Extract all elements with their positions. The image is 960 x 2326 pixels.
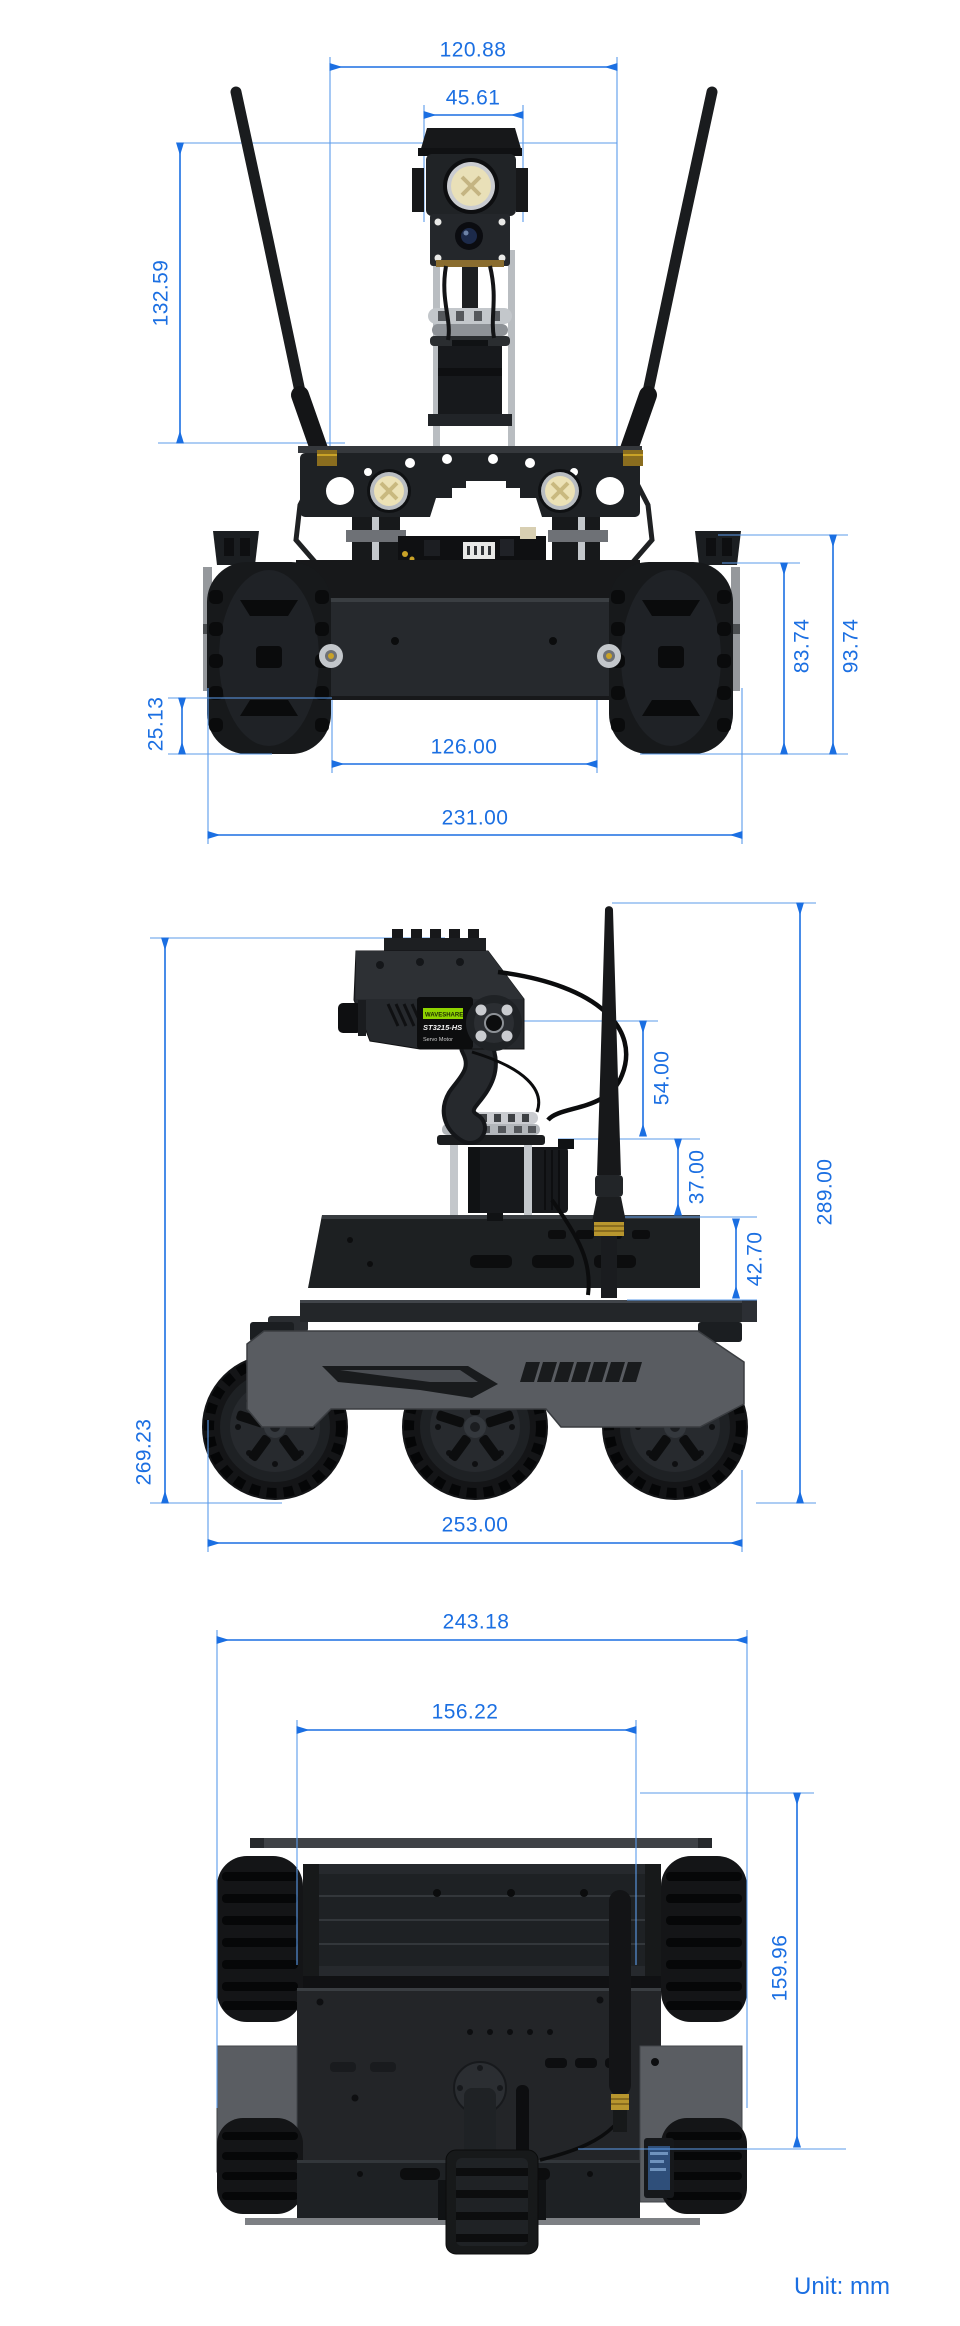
dim-front-ground-clearance: 25.13 xyxy=(144,696,168,752)
headlight-left-icon xyxy=(367,469,411,513)
front-chassis xyxy=(203,531,741,700)
camera-brand-label: WAVESHARE xyxy=(425,1013,463,1019)
front-crossbar xyxy=(298,446,643,517)
dim-front-camera-width: 45.61 xyxy=(445,86,501,110)
dim-front-overall-width: 231.00 xyxy=(441,806,509,830)
front-electronics xyxy=(346,517,608,565)
front-mast xyxy=(428,250,515,452)
dim-front-antenna-span: 120.88 xyxy=(439,38,507,62)
servo-model-label: ST3215-HS xyxy=(423,1023,462,1032)
dim-top-body-length: 159.96 xyxy=(768,1934,792,2002)
top-front-roller xyxy=(303,1864,661,1988)
dim-front-mast-height: 132.59 xyxy=(149,259,173,327)
headlight-right-icon xyxy=(538,469,582,513)
dim-side-pivot-to-platform: 54.00 xyxy=(650,1050,674,1106)
reference-lines-front xyxy=(150,534,848,2150)
top-front-wheels xyxy=(217,1856,747,2022)
front-view-drawing xyxy=(203,86,741,754)
side-deck xyxy=(308,1215,700,1288)
dim-front-fender-height: 93.74 xyxy=(839,618,863,674)
front-left-wheel xyxy=(207,562,343,754)
dim-side-overall-length: 253.00 xyxy=(441,1513,509,1537)
unit-note: Unit: mm xyxy=(794,2273,890,2300)
dim-front-tire-height: 83.74 xyxy=(790,618,814,674)
side-antenna xyxy=(592,906,626,1298)
dimension-lines xyxy=(161,63,837,2148)
top-gimbal xyxy=(438,2061,616,2255)
top-rear-wheels xyxy=(217,2118,747,2214)
side-gimbal xyxy=(437,1029,574,1221)
side-view-drawing: WAVESHARE ST3215-HS Servo Motor xyxy=(202,906,757,1500)
top-antenna xyxy=(609,1890,631,2132)
dim-side-mast-height: 269.23 xyxy=(132,1418,156,1486)
dim-side-deck-to-chassis: 42.70 xyxy=(743,1231,767,1287)
side-chassis xyxy=(246,1300,757,1428)
top-sensor-board xyxy=(644,2138,674,2198)
front-camera-head xyxy=(412,128,528,341)
servo-type-label: Servo Motor xyxy=(423,1037,453,1043)
top-view-drawing xyxy=(216,1838,747,2255)
dim-front-inner-width: 126.00 xyxy=(430,735,498,759)
front-right-wheel xyxy=(597,562,733,754)
dim-side-overall-height: 289.00 xyxy=(813,1158,837,1226)
dim-top-inner-width: 156.22 xyxy=(431,1700,499,1724)
dim-side-platform-to-deck: 37.00 xyxy=(685,1149,709,1205)
side-camera-head: WAVESHARE ST3215-HS Servo Motor xyxy=(338,929,629,1296)
dim-top-overall-width: 243.18 xyxy=(442,1610,510,1634)
